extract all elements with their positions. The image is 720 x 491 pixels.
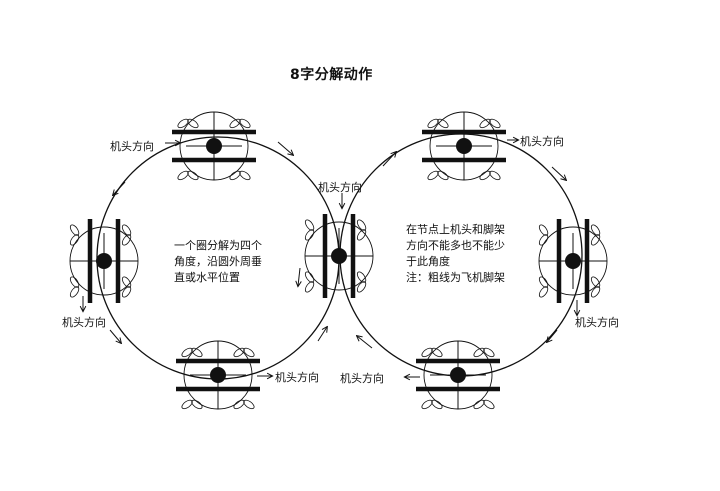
heading-label-top-left: 机头方向 [110,140,154,153]
drone-left [69,219,139,303]
left-note-line-2: 角度，沿圆外周垂 [174,255,262,268]
diagram-title: 8字分解动作 [290,67,373,83]
left-note-line-1: 一个圈分解为四个 [174,239,262,252]
drone-center [304,214,374,298]
drone-top-left [172,111,256,181]
heading-label-top-right: 机头方向 [520,135,564,148]
drone-top-right [422,111,506,181]
right-note-line-3: 于此角度 [406,255,450,268]
drone-bottom-left [176,340,260,410]
heading-label-bottom-left: 机头方向 [275,371,319,384]
right-note-line-2: 方向不能多也不能少 [406,239,505,252]
motion-arrows [109,141,566,349]
heading-arrows [83,140,577,377]
heading-label-center: 机头方向 [318,181,362,194]
drone-right [538,219,608,303]
left-note: 一个圈分解为四个 角度，沿圆外周垂 直或水平位置 [174,238,262,286]
left-note-line-3: 直或水平位置 [174,271,240,284]
drone-bottom-right [416,340,500,410]
heading-label-left: 机头方向 [62,316,106,329]
right-note-line-1: 在节点上机头和脚架 [406,223,505,236]
heading-label-right: 机头方向 [575,316,619,329]
drone-icons [69,111,608,410]
right-note-line-4: 注：粗线为飞机脚架 [406,271,505,284]
heading-label-bottom-right: 机头方向 [340,372,384,385]
right-note: 在节点上机头和脚架 方向不能多也不能少 于此角度 注：粗线为飞机脚架 [406,222,505,286]
